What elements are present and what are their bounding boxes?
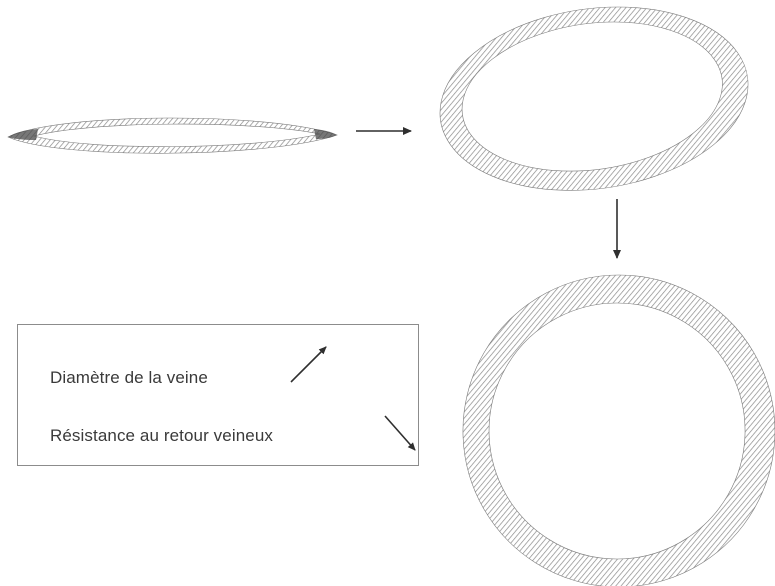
round-vein xyxy=(463,275,775,586)
legend-label-venous-return-resistance: Résistance au retour veineux xyxy=(50,426,273,446)
legend: Diamètre de la veine Résistance au retou… xyxy=(17,324,419,466)
legend-label-vein-diameter: Diamètre de la veine xyxy=(50,368,208,388)
flattened-vein xyxy=(8,118,337,153)
arrow-down-right-icon xyxy=(382,413,422,457)
arrow-up-right-icon xyxy=(288,339,332,385)
oval-vein xyxy=(440,7,748,190)
